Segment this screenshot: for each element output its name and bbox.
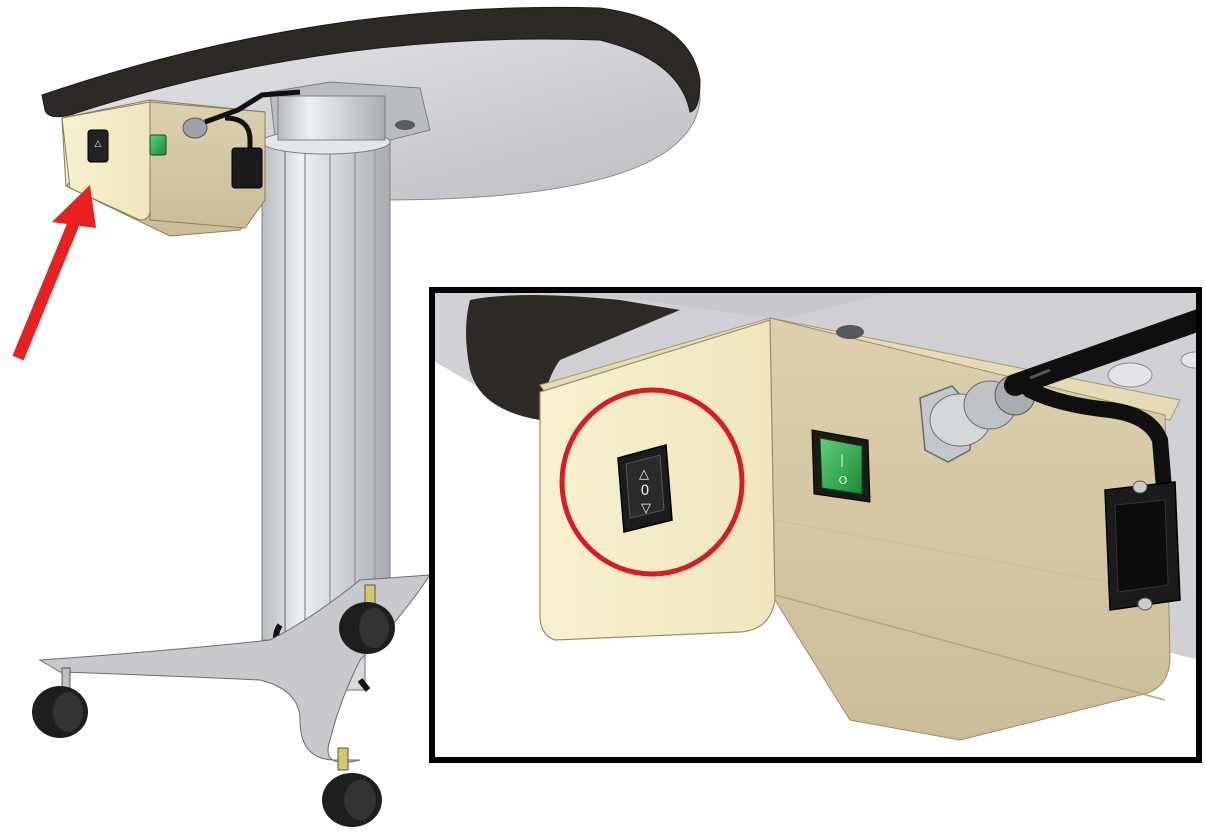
base-plate bbox=[38, 574, 431, 763]
caster-front-left bbox=[32, 667, 88, 738]
cable-small bbox=[204, 89, 301, 125]
rocker-up-down-switch-icon: △ 0 ▽ bbox=[617, 444, 673, 533]
inset-box-side bbox=[769, 317, 1171, 741]
rocker-up-label: △ bbox=[639, 467, 649, 482]
red-arrow-icon bbox=[12, 185, 96, 361]
caster-back-right bbox=[339, 584, 395, 654]
rocker-switch-small bbox=[87, 129, 109, 163]
green-switch-small bbox=[149, 134, 167, 156]
caster-front-right bbox=[322, 747, 382, 827]
socket-screw-bottom bbox=[1137, 597, 1153, 611]
power-socket-small bbox=[231, 147, 263, 189]
overview-drawing: △ bbox=[12, 6, 701, 827]
rocker-middle-label: 0 bbox=[641, 483, 650, 499]
highlight-circle bbox=[559, 387, 745, 577]
control-box-overview: △ bbox=[61, 89, 301, 237]
plate-screw bbox=[395, 120, 415, 130]
inset-detail: △ 0 ▽ | O bbox=[429, 287, 1202, 763]
rocker-small-label: △ bbox=[95, 139, 102, 149]
green-power-switch-icon: | O bbox=[811, 429, 871, 503]
socket-screw-top bbox=[1132, 480, 1148, 494]
inset-border bbox=[429, 287, 1202, 763]
cable-connector-small bbox=[182, 117, 208, 139]
power-off-label: O bbox=[839, 474, 848, 487]
power-socket-icon bbox=[1104, 480, 1181, 611]
top-rivet bbox=[836, 325, 864, 339]
black-cable bbox=[1004, 309, 1199, 396]
tabletop-rim bbox=[41, 6, 701, 118]
power-on-label: | bbox=[840, 453, 844, 467]
lift-column bbox=[261, 95, 391, 641]
rocker-down-label: ▽ bbox=[641, 501, 651, 516]
inset-tabletop-rim bbox=[466, 295, 680, 420]
